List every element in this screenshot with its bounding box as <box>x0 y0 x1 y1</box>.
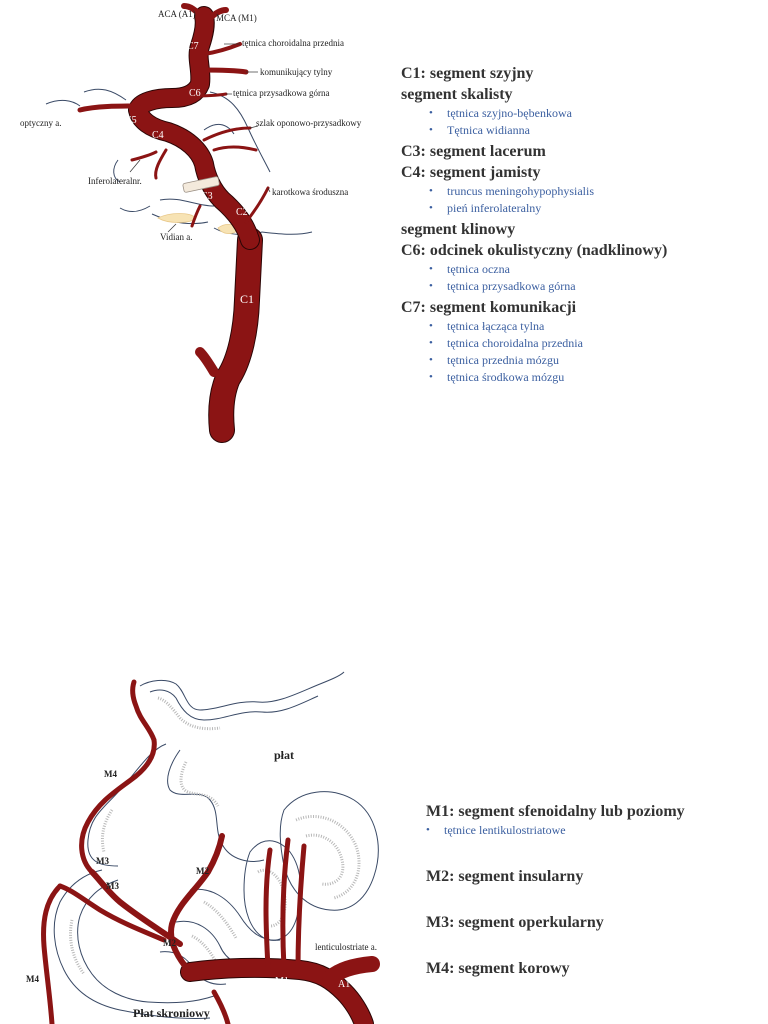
segment-a1: A1 <box>338 979 351 990</box>
carotid-slide: ACA (A1) MCA (M1) tętnica choroidalna pr… <box>0 0 768 470</box>
legend-sublist: tętnica szyjno-bębenkowaTętnica widianna <box>401 105 667 139</box>
segment-c5: C5 <box>125 115 137 126</box>
vidian-canal-patch <box>157 213 197 223</box>
legend-sublist: truncus meningohypophysialispień inferol… <box>401 183 667 217</box>
legend-subitem: tętnica przysadkowa górna <box>401 278 667 295</box>
label-temporal-lobe: Płat skroniowy <box>133 1006 210 1020</box>
legend-sublist: tętnica łącząca tylnatętnica choroidalna… <box>401 318 667 386</box>
label-optic: optyczny a. <box>20 118 62 128</box>
legend-heading: M4: segment korowy <box>426 960 570 977</box>
bone-outlines <box>45 88 313 236</box>
legend-subitem: truncus meningohypophysialis <box>401 183 667 200</box>
label-mca: MCA (M1) <box>216 13 257 23</box>
legend-entry: C3: segment lacerum <box>401 141 667 162</box>
label-inferolat: Inferolateralnr. <box>88 176 142 186</box>
legend-entry: C7: segment komunikacji tętnica łącząca t… <box>401 297 667 386</box>
segment-m3-upper: M3 <box>96 856 109 866</box>
legend-subitem: tętnica szyjno-bębenkowa <box>401 105 667 122</box>
legend-subitem: tętnica łącząca tylna <box>401 318 667 335</box>
legend-heading: segment skalisty <box>401 86 513 103</box>
label-caroticotymp: karotkowa środuszna <box>272 187 349 197</box>
label-choroidal: tętnica choroidalna przednia <box>242 38 344 48</box>
segment-c2: C2 <box>236 207 248 218</box>
legend-subitem: tętnica środkowa mózgu <box>401 369 667 386</box>
leader-lines <box>129 43 271 233</box>
label-aca: ACA (A1) <box>158 9 196 19</box>
legend-heading: C7: segment komunikacji <box>401 299 577 316</box>
foramen-ring <box>182 176 220 193</box>
sulcal-hatching <box>69 696 361 975</box>
carotid-artery-diagram <box>45 3 313 443</box>
legend-heading: C6: odcinek okulistyczny (nadklinowy) <box>401 242 668 259</box>
segment-c3: C3 <box>201 191 213 202</box>
legend-entry: M2: segment insularny <box>426 867 685 887</box>
segment-m2-lower: M2 <box>163 938 176 948</box>
legend-heading: M3: segment operkularny <box>426 914 604 931</box>
legend-entry: M1: segment sfenoidalny lub poziomy tętni… <box>426 802 685 839</box>
segment-m2-upper: M2 <box>196 866 209 876</box>
legend-entry: C4: segment jamisty truncus meningohypoph… <box>401 162 667 217</box>
legend-heading: M2: segment insularny <box>426 868 584 885</box>
label-lenticulostriate: lenticulostriate a. <box>315 942 377 952</box>
legend-sublist: tętnica ocznatętnica przysadkowa górna <box>401 261 667 295</box>
segment-m1: M1 <box>275 976 289 987</box>
legend-entry: C6: odcinek okulistyczny (nadklinowy) tęt… <box>401 240 667 295</box>
segment-c6: C6 <box>189 88 201 99</box>
legend-heading: C4: segment jamisty <box>401 164 541 181</box>
legend-spacer <box>426 933 685 959</box>
legend-subitem: tętnice lentikulostriatowe <box>426 822 685 839</box>
legend-heading: C3: segment lacerum <box>401 143 546 160</box>
mca-vessels <box>41 679 380 1024</box>
legend-subitem: Tętnica widianna <box>401 122 667 139</box>
legend-entry: segment klinowy <box>401 219 667 240</box>
segment-m4-lower: M4 <box>26 974 39 984</box>
label-pcomm: komunikujący tylny <box>260 67 333 77</box>
legend-heading: M1: segment sfenoidalny lub poziomy <box>426 803 685 820</box>
legend-sublist: tętnice lentikulostriatowe <box>426 822 685 839</box>
legend-heading: segment klinowy <box>401 221 516 238</box>
legend-spacer <box>426 887 685 913</box>
legend-entry: M3: segment operkularny <box>426 913 685 933</box>
carotid-trunk <box>128 6 263 443</box>
carotid-legend-list: C1: segment szyjny segment skalisty tętnic… <box>401 63 667 388</box>
segment-m3-lower: M3 <box>106 881 119 891</box>
legend-entry: segment skalisty tętnica szyjno-bębenkowa… <box>401 84 667 139</box>
label-meningo: szlak oponowo-przysadkowy <box>256 118 362 128</box>
legend-subitem: tętnica przednia mózgu <box>401 352 667 369</box>
label-sha: tętnica przysadkowa górna <box>233 88 330 98</box>
mca-legend-list: M1: segment sfenoidalny lub poziomy tętni… <box>426 802 685 979</box>
legend-entry: C1: segment szyjny <box>401 63 667 84</box>
carotid-branches <box>77 3 270 228</box>
legend-heading: C1: segment szyjny <box>401 65 534 82</box>
segment-c7: C7 <box>187 41 199 52</box>
legend-subitem: pień inferolateralny <box>401 200 667 217</box>
legend-subitem: tętnica oczna <box>401 261 667 278</box>
segment-c1: C1 <box>240 292 255 306</box>
legend-subitem: tętnica choroidalna przednia <box>401 335 667 352</box>
label-vidian: Vidian a. <box>160 232 193 242</box>
mca-slide: płat Płat skroniowy lenticulostriate a. … <box>0 640 768 1024</box>
segment-c4: C4 <box>152 130 164 141</box>
label-frontal-lobe: płat <box>274 748 295 762</box>
segment-m4-upper: M4 <box>104 769 117 779</box>
legend-spacer <box>426 841 685 867</box>
legend-entry: M4: segment korowy <box>426 959 685 979</box>
mca-diagram <box>41 671 380 1024</box>
